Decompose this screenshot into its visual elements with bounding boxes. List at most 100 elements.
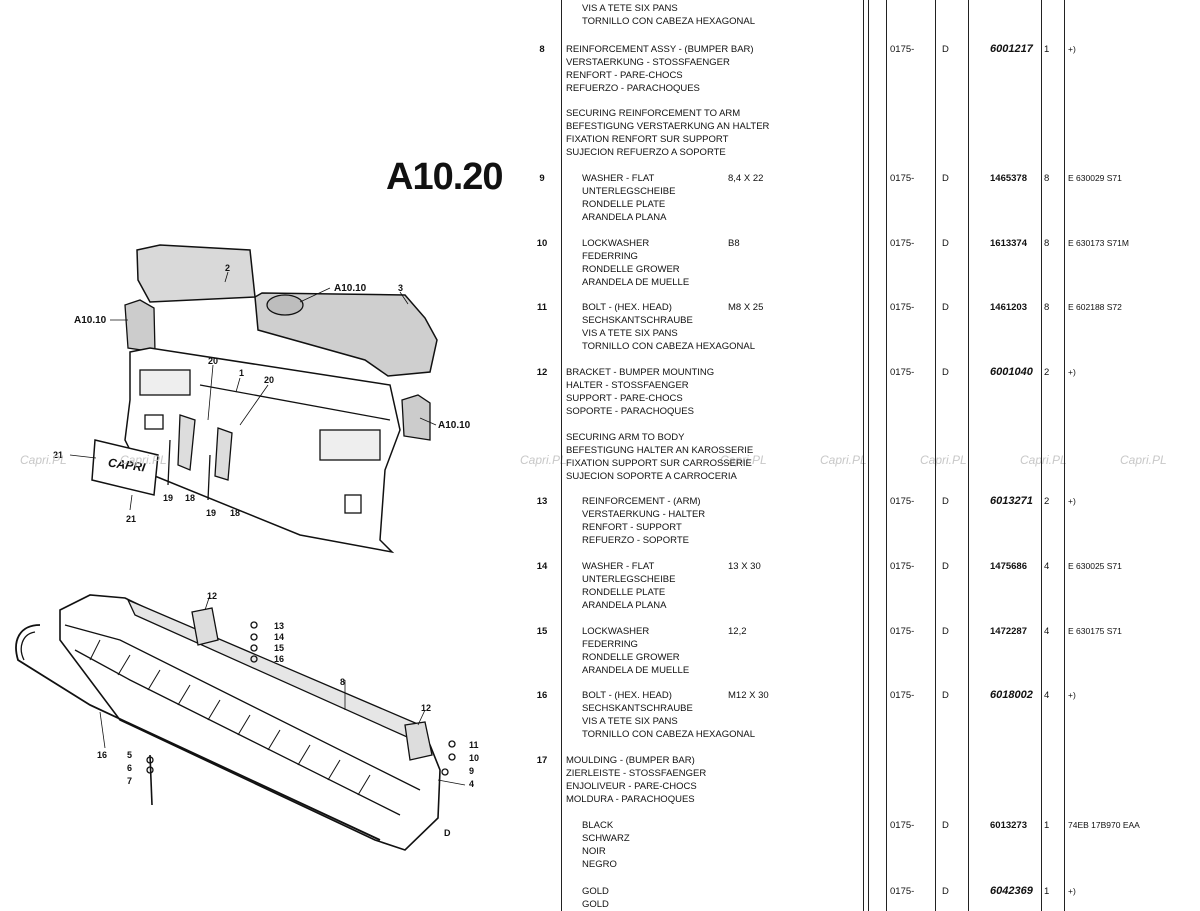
description-line: UNTERLEGSCHEIBE	[582, 574, 676, 585]
description-line: REFUERZO - PARACHOQUES	[566, 83, 700, 94]
part-description: MOULDING - (BUMPER BAR)ZIERLEISTE - STOS…	[566, 754, 706, 806]
description-line: GOLD	[582, 899, 609, 910]
column-divider	[886, 0, 887, 911]
callout-7: 7	[127, 776, 133, 786]
description-line: ZIERLEISTE - STOSSFAENGER	[566, 768, 707, 779]
description-line: FIXATION RENFORT SUR SUPPORT	[566, 134, 729, 145]
ref-a10-10-right: A10.10	[438, 420, 471, 431]
description-line: SECURING REINFORCEMENT TO ARM	[566, 108, 741, 119]
description-line: RONDELLE PLATE	[582, 587, 666, 598]
remark: 74EB 17B970 EAA	[1068, 820, 1140, 830]
watermark-6: Capri.PL	[920, 453, 967, 467]
part-number: 6001217	[990, 43, 1033, 55]
description-line: FEDERRING	[582, 251, 638, 262]
part-description: LOCKWASHER FEDERRING RONDELLE GROWER ARANDE…	[582, 625, 689, 677]
description-line: BEFESTIGUNG VERSTAERKUNG AN HALTER	[566, 121, 770, 132]
part-number: 6018002	[990, 689, 1033, 701]
part-description: REINFORCEMENT - (ARM)VERSTAERKUNG - HALT…	[582, 495, 705, 547]
model-code: D	[942, 820, 949, 831]
model-code: D	[942, 496, 949, 507]
callout-2: 2	[225, 263, 231, 273]
watermark-2: Capri.PL	[120, 453, 167, 467]
description-line: VIS A TETE SIX PANS	[582, 3, 678, 14]
description-line: RONDELLE GROWER	[582, 652, 680, 663]
part-size: 8,4 X 22	[728, 173, 764, 184]
stamp-label: D	[444, 828, 451, 838]
callout-12b: 12	[421, 703, 432, 713]
remark: +)	[1068, 496, 1076, 506]
remark: E 630173 S71M	[1068, 238, 1129, 248]
part-number: 6013273	[990, 820, 1027, 831]
description-line: VERSTAERKUNG - HALTER	[582, 509, 706, 520]
model-code: D	[942, 561, 949, 572]
description-line: RENFORT - SUPPORT	[582, 522, 682, 533]
part-size: M12 X 30	[728, 690, 769, 701]
description-line: VERSTAERKUNG - STOSSFAENGER	[566, 57, 730, 68]
part-number: 6013271	[990, 495, 1033, 507]
description-line: TORNILLO CON CABEZA HEXAGONAL	[582, 341, 755, 352]
callout-11: 11	[469, 740, 479, 750]
quantity: 1	[1044, 820, 1050, 831]
quantity: 4	[1044, 561, 1050, 572]
description-line: LOCKWASHER	[582, 626, 650, 637]
column-divider	[1064, 0, 1065, 911]
description-line: WASHER - FLAT	[582, 561, 655, 572]
description-line: GOLD	[582, 886, 609, 897]
model-code: D	[942, 173, 949, 184]
watermark-8: Capri.PL	[1120, 453, 1167, 467]
part-number: 1472287	[990, 626, 1027, 637]
callout-18b: 18	[230, 508, 241, 518]
model-code: D	[942, 367, 949, 378]
ref-number: 17	[536, 755, 548, 766]
callout-13: 13	[274, 621, 285, 631]
part-size: B8	[728, 238, 740, 249]
description-line: ARANDELA DE MUELLE	[582, 277, 690, 288]
description-line: HALTER - STOSSFAENGER	[566, 380, 689, 391]
column-divider	[1041, 0, 1042, 911]
quantity: 4	[1044, 626, 1050, 637]
watermark-7: Capri.PL	[1020, 453, 1067, 467]
callout-8: 8	[340, 677, 346, 687]
description-line: SUJECION SOPORTE A CARROCERIA	[566, 471, 737, 482]
bumper-exploded-drawing	[15, 244, 466, 851]
model-code: D	[942, 44, 949, 55]
description-line: TORNILLO CON CABEZA HEXAGONAL	[582, 729, 755, 740]
ref-number: 10	[536, 238, 548, 249]
callout-17: 16	[97, 750, 108, 760]
callout-3: 3	[398, 283, 404, 293]
ref-number: 15	[536, 626, 548, 637]
effective-date: 0175-	[890, 561, 915, 572]
description-line: REINFORCEMENT ASSY - (BUMPER BAR)	[566, 44, 754, 55]
callout-21a: 21	[53, 450, 64, 460]
watermark-5: Capri.PL	[820, 453, 867, 467]
callout-14: 14	[274, 632, 285, 642]
column-divider	[561, 0, 562, 911]
description-line: ARANDELA DE MUELLE	[582, 665, 690, 676]
part-size: 12,2	[728, 626, 747, 637]
remark: E 630175 S71	[1068, 626, 1122, 636]
quantity: 1	[1044, 886, 1050, 897]
effective-date: 0175-	[890, 496, 915, 507]
description-line: SOPORTE - PARACHOQUES	[566, 406, 694, 417]
part-description: SECURING REINFORCEMENT TO ARM BEFESTIGUNG…	[566, 107, 769, 159]
remark: E 630029 S71	[1068, 173, 1122, 183]
effective-date: 0175-	[890, 626, 915, 637]
description-line: FEDERRING	[582, 639, 638, 650]
part-number: 1465378	[990, 173, 1027, 184]
description-line: VIS A TETE SIX PANS	[582, 328, 678, 339]
effective-date: 0175-	[890, 173, 915, 184]
remark: E 630025 S71	[1068, 561, 1122, 571]
callout-20a: 20	[208, 356, 219, 366]
callout-20b: 20	[264, 375, 275, 385]
description-line: TORNILLO CON CABEZA HEXAGONAL	[582, 16, 755, 27]
watermark-3: Capri.PL	[520, 453, 567, 467]
part-number: 1613374	[990, 238, 1027, 249]
description-line: RENFORT - PARE-CHOCS	[566, 70, 683, 81]
callout-19b: 19	[206, 508, 217, 518]
